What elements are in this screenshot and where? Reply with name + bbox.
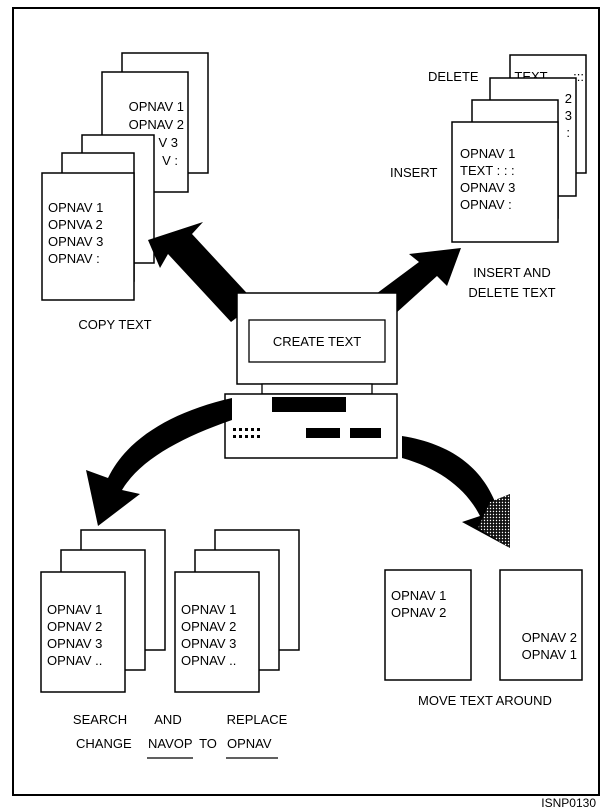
move-text-caption: MOVE TEXT AROUND [418, 693, 552, 708]
search-replace-group: OPNAV 1 OPNAV 2 OPNAV 3 OPNAV .. OPNAV 1… [40, 529, 300, 759]
delete-marks: ::: [573, 69, 584, 84]
copy-text-group: OPNAV 1 OPNAV 2 V 3 V : OPNAV 1 OPNVA 2 … [41, 52, 209, 332]
page [40, 571, 126, 693]
page-line: OPNAV 2 [47, 619, 102, 634]
page-line: OPNAV 1 [460, 146, 515, 161]
caption-change: CHANGE [76, 736, 132, 751]
caption-and: AND [154, 712, 181, 727]
copy-text-caption: COPY TEXT [78, 317, 151, 332]
page-line: V 3 [158, 135, 178, 150]
page-line: OPNAV 3 [47, 636, 102, 651]
curved-arrow-icon [86, 398, 232, 526]
vent-dots [233, 428, 260, 438]
to-word: OPNAV [227, 736, 272, 751]
insert-delete-caption-2: DELETE TEXT [468, 285, 555, 300]
page [499, 569, 583, 681]
page-line: OPNAV 2 [391, 605, 446, 620]
page-line: OPNAV 1 [48, 200, 103, 215]
figure-code: ISNP0130 [541, 796, 596, 810]
page-line: OPNAV 3 [181, 636, 236, 651]
page [451, 121, 559, 243]
disk-slot [350, 428, 381, 438]
page-line: OPNAV 2 [129, 117, 184, 132]
from-word: NAVOP [148, 736, 193, 751]
move-text-group: OPNAV 1 OPNAV 2 OPNAV 2 OPNAV 1 MOVE TEX… [384, 569, 583, 708]
arrow-shading [478, 494, 510, 548]
page-line: : [566, 125, 570, 140]
caption-to: TO [199, 736, 217, 751]
page-line: OPNAV 1 [181, 602, 236, 617]
page [41, 172, 135, 301]
caption-replace: REPLACE [227, 712, 288, 727]
page-line: OPNAV 1 [522, 647, 577, 662]
page-line: OPNAV 2 [181, 619, 236, 634]
page-line: OPNAV 1 [391, 588, 446, 603]
page-line: TEXT : : : [460, 163, 515, 178]
caption-search: SEARCH [73, 712, 127, 727]
insert-label: INSERT [390, 165, 437, 180]
page-line: OPNAV 2 [522, 630, 577, 645]
disk-drive [272, 397, 346, 412]
page-line: OPNAV : [48, 251, 100, 266]
page-line: OPNAV : [460, 197, 512, 212]
disk-slot [306, 428, 340, 438]
outer-frame [12, 7, 600, 796]
page-line: 3 [565, 108, 572, 123]
page-line: OPNAV .. [181, 653, 236, 668]
page-line: OPNAV .. [47, 653, 102, 668]
monitor-screen [248, 319, 386, 363]
page-line: OPNVA 2 [48, 217, 103, 232]
page-line: V : [162, 153, 178, 168]
monitor-base [261, 383, 373, 395]
arrow-icon [148, 222, 256, 322]
insert-delete-group: DELETE TEXT ::: 2 3 : INSERT OPNAV 1 TEX… [390, 54, 587, 300]
page-line: OPNAV 3 [48, 234, 103, 249]
insert-delete-caption-1: INSERT AND [473, 265, 551, 280]
page-line: OPNAV 3 [460, 180, 515, 195]
delete-label: DELETE [428, 69, 479, 84]
computer-group: CREATE TEXT [224, 292, 398, 459]
screen-text: CREATE TEXT [273, 334, 361, 349]
page-line: OPNAV 1 [129, 99, 184, 114]
page [174, 571, 260, 693]
page [384, 569, 472, 681]
page-line: OPNAV 1 [47, 602, 102, 617]
page-line: 2 [565, 91, 572, 106]
